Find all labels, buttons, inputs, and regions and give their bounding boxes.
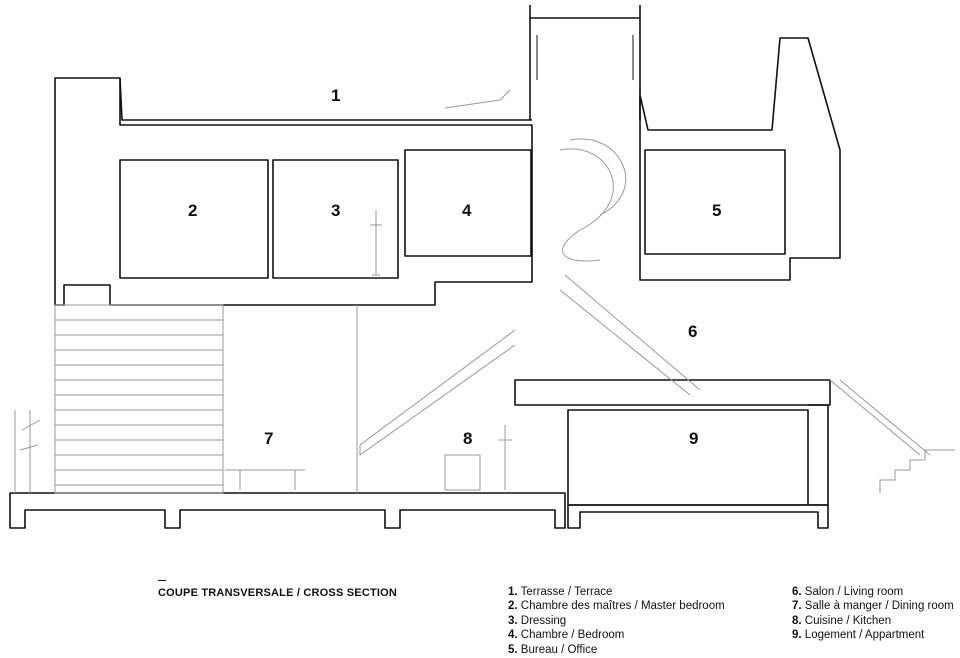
legend-text: Cuisine / Kitchen	[804, 614, 892, 627]
room-label-3: 3	[331, 201, 341, 220]
room-label-1: 1	[331, 86, 341, 105]
exterior-stair	[829, 379, 955, 493]
stair-tower-top	[529, 5, 641, 120]
legend-item: 7. Salle à manger / Dining room	[792, 599, 954, 613]
room-dressing	[272, 159, 399, 279]
brick-courses	[55, 319, 223, 486]
garden-plants	[14, 410, 41, 493]
kitchen-island	[444, 454, 481, 491]
ground-slab	[9, 492, 566, 529]
room-label-8: 8	[463, 429, 473, 448]
legend-text: Chambre / Bedroom	[520, 629, 625, 642]
legend-text: Salon / Living room	[804, 586, 904, 598]
legend-item: 9. Logement / Appartment	[792, 628, 954, 642]
room-label-4: 4	[462, 201, 472, 220]
figure-kitchen	[498, 425, 512, 490]
legend-text: Dressing	[520, 614, 567, 627]
legend-number: 5.	[508, 643, 518, 656]
legend-number: 7.	[792, 600, 802, 613]
brick-wall	[54, 304, 224, 494]
figure-dressing	[370, 210, 382, 276]
legend-number: 1.	[508, 586, 518, 598]
legend-text: Terrasse / Terrace	[520, 586, 613, 598]
legend-column-1: 1. Terrasse / Terrace 2. Chambre des maî…	[508, 585, 725, 657]
legend-number: 2.	[508, 600, 518, 613]
room-master-bedroom	[119, 159, 269, 279]
legend-text: Logement / Appartment	[804, 629, 925, 642]
legend-item: 2. Chambre des maîtres / Master bedroom	[508, 599, 725, 613]
terrace-lounger	[444, 89, 511, 109]
caption-dash	[158, 580, 166, 581]
main-stair	[359, 329, 516, 456]
legend-text: Salle à manger / Dining room	[804, 600, 954, 613]
legend-item: 1. Terrasse / Terrace	[508, 585, 725, 599]
right-volume-outline	[639, 37, 841, 281]
legend-item: 3. Dressing	[508, 614, 725, 628]
legend-column-2: 6. Salon / Living room 7. Salle à manger…	[792, 585, 954, 643]
room-bedroom	[404, 149, 532, 257]
apartment-wall	[808, 404, 829, 506]
cross-section-drawing	[9, 5, 955, 529]
legend-item: 4. Chambre / Bedroom	[508, 628, 725, 642]
room-label-7: 7	[264, 429, 274, 448]
legend-item: 5. Bureau / Office	[508, 643, 725, 657]
apartment-foundation	[567, 504, 829, 529]
caption-text: COUPE TRANSVERSALE / CROSS SECTION	[158, 587, 398, 599]
legend-text: Chambre des maîtres / Master bedroom	[520, 600, 725, 613]
dining-table	[225, 469, 305, 490]
living-stair	[559, 274, 701, 396]
drawing-caption: COUPE TRANSVERSALE / CROSS SECTION	[158, 580, 397, 599]
tower-window	[536, 35, 634, 80]
roof-parapet	[119, 77, 532, 121]
spiral-stair	[559, 138, 627, 262]
legend-item: 6. Salon / Living room	[792, 585, 954, 599]
kitchen-slab	[514, 379, 831, 406]
room-label-5: 5	[712, 201, 722, 220]
legend-item: 8. Cuisine / Kitchen	[792, 614, 954, 628]
room-apartment	[567, 409, 809, 506]
legend-number: 3.	[508, 614, 518, 627]
legend-number: 9.	[792, 629, 802, 642]
room-label-2: 2	[188, 201, 198, 220]
room-label-9: 9	[689, 429, 699, 448]
room-label-6: 6	[688, 322, 698, 341]
legend-number: 6.	[792, 586, 802, 598]
legend-number: 4.	[508, 629, 518, 642]
upper-volume-outline	[54, 77, 533, 306]
room-office	[644, 149, 786, 255]
legend-number: 8.	[792, 614, 802, 627]
legend-text: Bureau / Office	[520, 643, 598, 656]
